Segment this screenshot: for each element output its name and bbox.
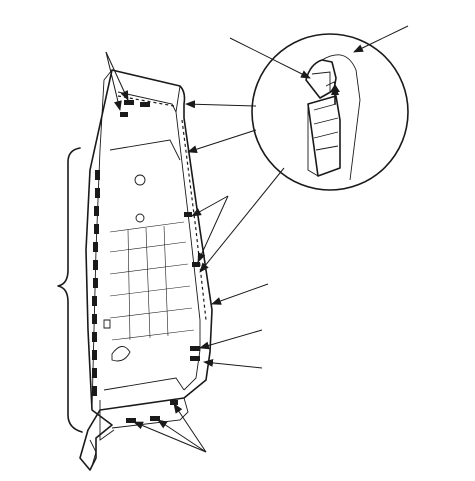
bottom-clips [126, 400, 178, 423]
callout-clips-bottom [133, 403, 207, 453]
detail-leader-right [353, 25, 409, 53]
dashed-edge-right [181, 119, 207, 321]
right-clips [184, 212, 200, 361]
detail-leader-left [229, 37, 311, 79]
top-clips [120, 100, 150, 117]
callout-panel-edge [211, 283, 269, 305]
left-bracket [57, 147, 83, 433]
leader-detail-mid [187, 129, 257, 154]
callout-clips-mid-right [191, 195, 229, 263]
panel-ribs [109, 221, 195, 341]
leader-detail-low [199, 167, 285, 273]
callout-clips-top-left [105, 51, 129, 111]
callout-lower-right-tab [199, 329, 263, 369]
trim-panel [79, 69, 213, 471]
leader-detail-top [185, 100, 257, 109]
panel-holes [103, 174, 146, 362]
left-clips [92, 170, 100, 396]
detail-view [251, 33, 409, 191]
